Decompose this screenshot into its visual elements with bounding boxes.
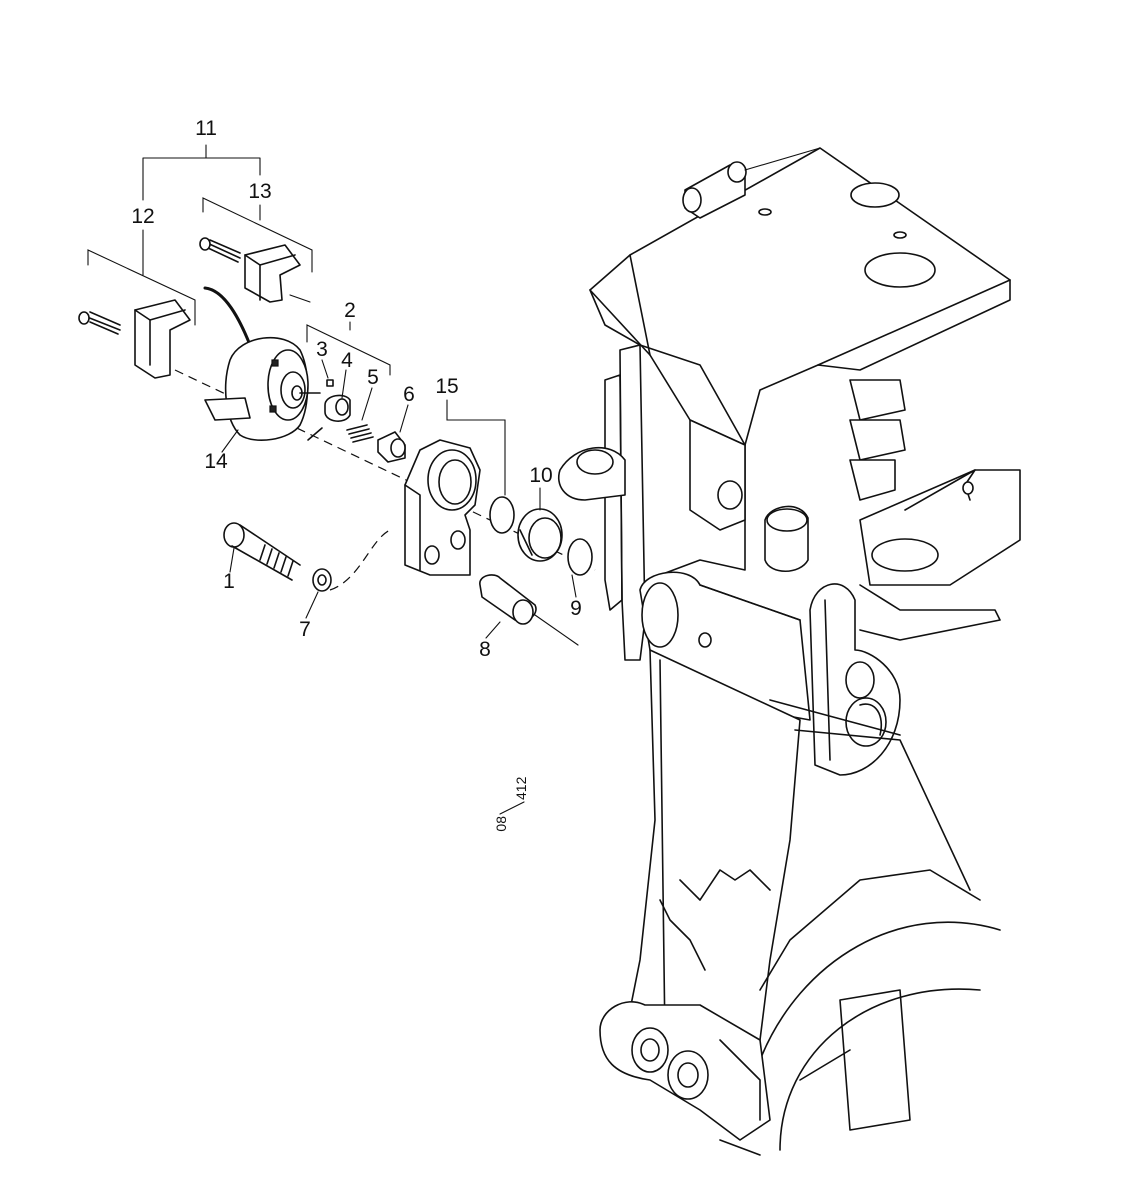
callout-5: 5 xyxy=(367,366,379,389)
leader-lines xyxy=(87,144,577,639)
callout-11: 11 xyxy=(195,117,217,140)
part-4-sensor xyxy=(307,394,351,441)
part-12-cover xyxy=(78,299,191,379)
callout-7: 7 xyxy=(299,618,311,641)
callout-8: 8 xyxy=(479,638,491,661)
callout-1: 1 xyxy=(223,570,235,593)
part-8-pin xyxy=(479,574,579,646)
part-14-housing xyxy=(204,336,321,441)
part-15-bracket xyxy=(404,439,481,576)
part-9-ring-b xyxy=(567,538,593,576)
callout-2: 2 xyxy=(344,299,356,322)
machine-frame xyxy=(558,147,1021,1156)
part-6-fitting xyxy=(377,431,406,463)
part-7-washer xyxy=(312,568,332,592)
callout-10: 10 xyxy=(529,464,552,487)
exploded-parts xyxy=(78,237,596,646)
part-5-spring xyxy=(346,424,374,443)
reference-bottom: 412 xyxy=(513,776,529,800)
callout-14: 14 xyxy=(204,450,228,473)
callout-labels: 11 13 12 2 3 4 5 6 15 14 10 1 9 7 8 xyxy=(131,117,582,661)
callout-6: 6 xyxy=(403,383,415,406)
part-10-bushing xyxy=(517,508,563,562)
callout-13: 13 xyxy=(248,180,271,203)
part-9-ring-a xyxy=(489,496,515,534)
drawing-reference: 08 412 xyxy=(493,776,529,831)
part-3-nut xyxy=(326,379,334,387)
reference-top: 08 xyxy=(493,816,509,832)
callout-3: 3 xyxy=(316,338,328,361)
callout-12: 12 xyxy=(131,205,154,228)
callout-4: 4 xyxy=(341,349,353,372)
callout-15: 15 xyxy=(435,375,458,398)
part-1-bolt xyxy=(223,522,301,581)
part-13-cover xyxy=(199,237,311,303)
callout-9: 9 xyxy=(570,597,582,620)
